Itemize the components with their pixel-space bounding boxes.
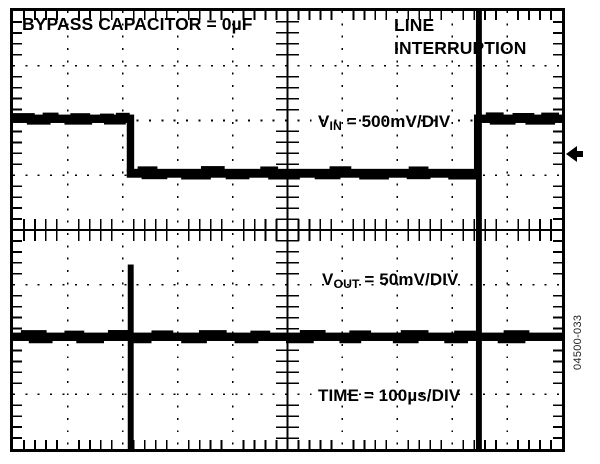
vout-symbol: V — [322, 270, 334, 289]
scope-plot — [13, 11, 562, 449]
border-ticks — [13, 11, 562, 449]
axis-minor-ticks — [23, 21, 552, 439]
vout-scale-label: VOUT = 50mV/DIV — [322, 270, 458, 291]
figure-id-watermark: 04500-033 — [572, 314, 584, 370]
center-axes — [13, 11, 562, 449]
vin-scale-value: = 500mV/DIV — [341, 112, 451, 131]
timebase-label: TIME = 100µs/DIV — [318, 386, 461, 405]
line-interruption-label: LINE INTERRUPTION — [394, 14, 564, 60]
scope-graticule — [10, 8, 565, 452]
vin-scale-label: VIN = 500mV/DIV — [318, 112, 450, 133]
bypass-capacitor-label: BYPASS CAPACITOR = 0µF — [22, 14, 253, 34]
trace-vout — [13, 11, 562, 449]
line-interruption-text: LINE INTERRUPTION — [394, 15, 527, 58]
vout-scale-value: = 50mV/DIV — [359, 270, 459, 289]
trigger-level-arrow-icon — [566, 146, 577, 162]
vout-subscript: OUT — [333, 277, 360, 292]
vin-symbol: V — [318, 112, 330, 131]
trigger-level-arrow-stem-icon — [576, 151, 583, 157]
vin-subscript: IN — [329, 119, 342, 134]
